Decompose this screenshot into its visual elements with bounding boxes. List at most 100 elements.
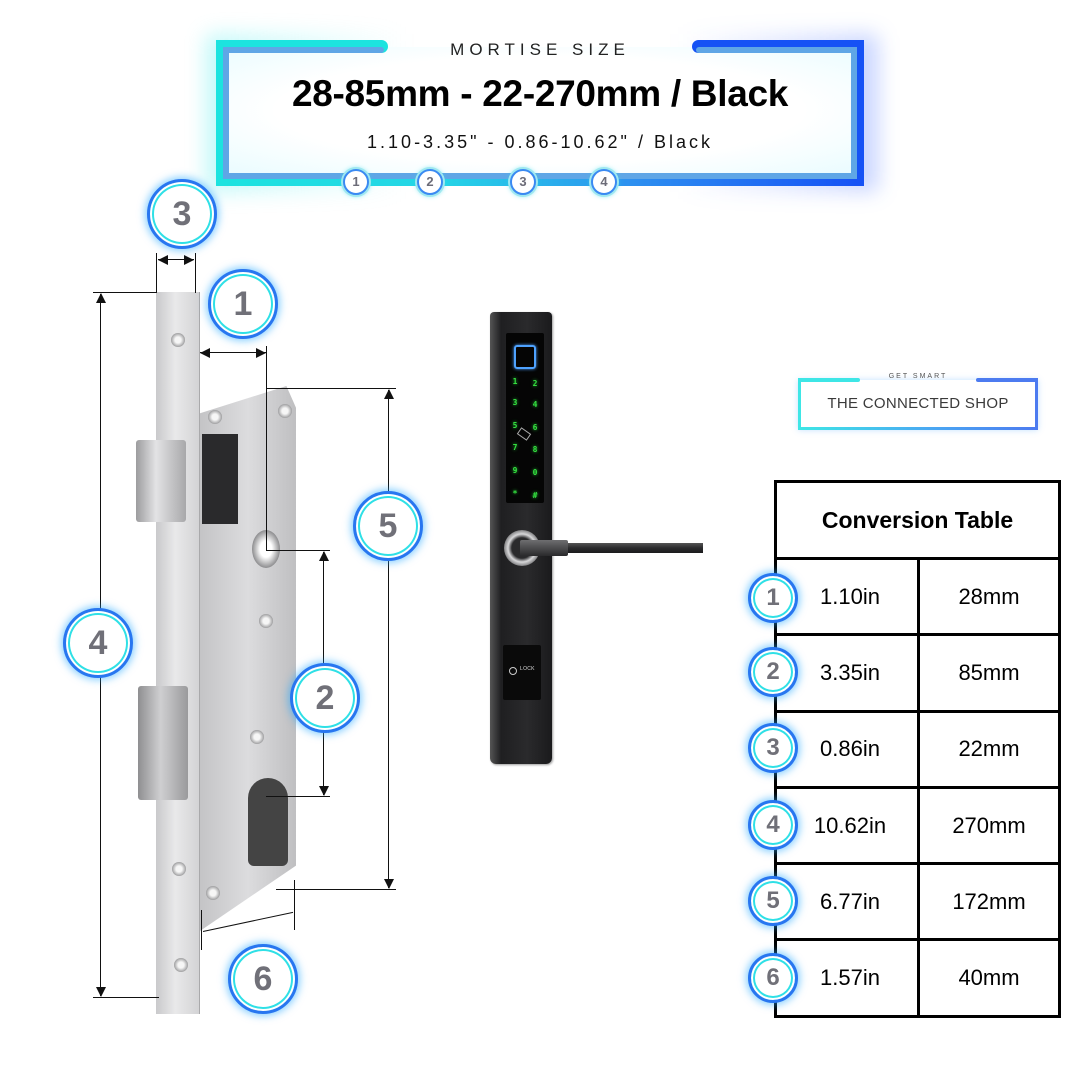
- dim-2-ext-bottom: [266, 796, 330, 797]
- table-title: Conversion Table: [774, 480, 1061, 560]
- brand-kicker: GET SMART: [888, 373, 948, 380]
- keypad-key: *: [512, 489, 518, 498]
- dim-5-line: [388, 390, 389, 888]
- mm-cell: 172mm: [917, 862, 1061, 942]
- handle-lever-neck: [520, 540, 568, 556]
- header-badge-3: 3: [510, 169, 536, 195]
- mm-cell: 28mm: [917, 556, 1061, 637]
- dim-3-line: [158, 259, 194, 260]
- dimension-badge-5: 5: [353, 491, 423, 561]
- latch-bolt: [136, 440, 186, 522]
- dim-5-ext-top: [266, 388, 396, 389]
- arrow-down-icon: [384, 879, 394, 889]
- fingerprint-sensor-icon: [514, 345, 536, 369]
- table-row: 3.35in 85mm: [774, 633, 1061, 713]
- table-row: 0.86in 22mm: [774, 709, 1061, 789]
- dead-bolt: [138, 686, 188, 800]
- header-frame-top-right: [692, 40, 864, 53]
- cylinder-hole: [248, 778, 288, 866]
- arrow-up-icon: [384, 389, 394, 399]
- header-badge-2: 2: [417, 169, 443, 195]
- keypad-panel: [506, 333, 544, 503]
- arrow-left-icon: [200, 348, 210, 358]
- row-badge-1: 1: [748, 573, 798, 623]
- brand-logo: GET SMART THE CONNECTED SHOP: [798, 373, 1038, 430]
- dim-3-ext-right: [195, 253, 196, 293]
- inches-cell: 10.62in: [774, 785, 920, 866]
- dim-4-ext-bottom: [93, 997, 159, 998]
- mm-cell: 85mm: [917, 633, 1061, 713]
- dim-4-ext-top: [93, 292, 157, 293]
- conversion-table: Conversion Table 1.10in 28mm 3.35in 85mm…: [774, 480, 1061, 1018]
- screw-icon: [259, 614, 273, 628]
- dimension-badge-2: 2: [290, 663, 360, 733]
- screw-icon: [206, 886, 220, 900]
- mm-cell: 22mm: [917, 709, 1061, 789]
- table-header-row: Conversion Table: [774, 480, 1061, 560]
- screw-icon: [278, 404, 292, 418]
- dim-6-ext-left: [201, 910, 202, 950]
- arrow-right-icon: [256, 348, 266, 358]
- keypad-key: 7: [512, 443, 518, 452]
- table-row: 10.62in 270mm: [774, 785, 1061, 866]
- screw-icon: [171, 333, 185, 347]
- arrow-down-icon: [96, 987, 106, 997]
- header-frame-top-left: [216, 40, 388, 53]
- dim-5-ext-bottom: [276, 889, 396, 890]
- inches-cell: 3.35in: [774, 633, 920, 713]
- inches-cell: 1.57in: [774, 938, 920, 1018]
- keypad-key: #: [532, 491, 538, 500]
- latch-window: [202, 434, 238, 524]
- inches-cell: 0.86in: [774, 709, 920, 789]
- mortise-size-label: MORTISE SIZE: [450, 40, 630, 59]
- table-row: 6.77in 172mm: [774, 862, 1061, 942]
- keypad-key: 2: [532, 379, 538, 388]
- mortise-lock-diagram: 3 1 5 4 2 6: [0, 0, 460, 1080]
- mm-cell: 40mm: [917, 938, 1061, 1018]
- screw-icon: [172, 862, 186, 876]
- keypad-key: 3: [512, 398, 518, 407]
- brand-frame-top-right: [976, 378, 1038, 382]
- header-frame-inner: [223, 47, 857, 179]
- mortise-size-subtitle: 1.10-3.35" - 0.86-10.62" / Black: [367, 132, 713, 152]
- arrow-up-icon: [96, 293, 106, 303]
- arrow-right-icon: [184, 255, 194, 265]
- dim-2-ext-top: [266, 550, 330, 551]
- arrow-up-icon: [319, 551, 329, 561]
- handle-lever: [520, 543, 703, 553]
- lock-button-label: LOCK: [520, 666, 535, 672]
- inches-cell: 6.77in: [774, 862, 920, 942]
- keypad-key: 1: [512, 377, 518, 386]
- header-badge-1: 1: [343, 169, 369, 195]
- screw-icon: [250, 730, 264, 744]
- keypad-key: 6: [532, 423, 538, 432]
- row-badge-2: 2: [748, 647, 798, 697]
- dimension-badge-4: 4: [63, 608, 133, 678]
- dimension-badge-3: 3: [147, 179, 217, 249]
- row-badge-4: 4: [748, 800, 798, 850]
- mortise-size-header: MORTISE SIZE 28-85mm - 22-270mm / Black …: [206, 34, 878, 195]
- dimension-badge-6: 6: [228, 944, 298, 1014]
- inches-cell: 1.10in: [774, 556, 920, 637]
- dim-6-ext-right: [294, 880, 295, 930]
- screw-icon: [208, 410, 222, 424]
- lock-faceplate: [156, 292, 200, 1014]
- table-row: 1.57in 40mm: [774, 938, 1061, 1018]
- arrow-left-icon: [158, 255, 168, 265]
- brand-frame-top-left: [798, 378, 860, 382]
- row-badge-5: 5: [748, 876, 798, 926]
- mortise-size-title: 28-85mm - 22-270mm / Black: [291, 73, 789, 114]
- header-badge-4: 4: [591, 169, 617, 195]
- dim-1-ext: [266, 346, 267, 551]
- keypad-key: 8: [532, 445, 538, 454]
- arrow-down-icon: [319, 786, 329, 796]
- brand-frame: [798, 380, 1038, 430]
- table-row: 1.10in 28mm: [774, 556, 1061, 637]
- keypad-key: 0: [532, 468, 538, 477]
- keypad-key: 5: [512, 421, 518, 430]
- screw-icon: [174, 958, 188, 972]
- dimension-badge-1: 1: [208, 269, 278, 339]
- keypad-key: 9: [512, 466, 518, 475]
- dim-3-ext-left: [156, 253, 157, 293]
- row-badge-3: 3: [748, 723, 798, 773]
